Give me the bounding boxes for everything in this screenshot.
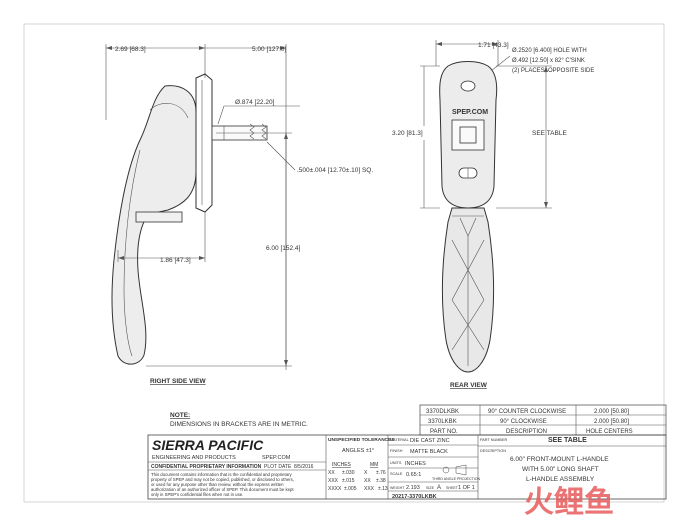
tol-row-2-b: ±.015 [342, 478, 355, 484]
tolerance-inches-label: INCHES [332, 462, 352, 468]
part-number-label: PART NUMBER [480, 438, 507, 442]
dim-square-drive: .500±.004 [12.70±.10] SQ. [297, 167, 373, 174]
part-number-value: SEE TABLE [548, 437, 587, 444]
material-label: MATERIAL [390, 438, 409, 442]
legal-line-4: authorization of an authorized officer o… [151, 487, 294, 492]
tol-row-3-d: ±.13 [378, 486, 388, 492]
see-table-callout: SEE TABLE [532, 130, 567, 137]
company-subtitle: ENGINEERING AND PRODUCTS [152, 455, 236, 461]
tol-row-1-b: ±.030 [342, 470, 355, 476]
weight-label: WEIGHT [390, 486, 405, 490]
tol-row-2-a: XXX [328, 478, 339, 484]
scale-value: 0.65:1 [406, 472, 421, 478]
right-side-view: 2.69 [68.3] 5.00 [127.0] Ø.874 [22.20] .… [105, 44, 373, 385]
dim-handle-length: 6.00 [152.4] [266, 245, 301, 252]
dim-shaft-length: 5.00 [127.0] [252, 46, 287, 53]
rear-view-label: REAR VIEW [450, 382, 488, 389]
tol-row-2-d: ±.38 [376, 478, 386, 484]
parts-header-part: PART NO. [430, 429, 458, 435]
top-mounting-hole [460, 80, 476, 92]
tol-row-3-c: XXX [364, 486, 375, 492]
description-line-1: 6.00" FRONT-MOUNT L-HANDLE [510, 456, 609, 463]
tol-row-3-a: XXXX [328, 486, 342, 492]
parts-table: 3370DLKBK 90° COUNTER CLOCKWISE 2.000 [5… [419, 404, 667, 436]
escutcheon-plate [195, 73, 213, 213]
scale-label: SCALE [390, 472, 403, 476]
rear-brand-mark: SPEP.COM [452, 109, 488, 116]
company-website: SPEP.COM [262, 455, 291, 461]
confidential-label: CONFIDENTIAL PROPRIETARY INFORMATION [151, 464, 262, 470]
parts-row-1-desc: 90° COUNTER CLOCKWISE [488, 409, 566, 415]
parts-row-2-hole: 2.000 [50.80] [594, 419, 629, 425]
drawing-number: 20217-3370LKBK [392, 494, 437, 500]
material-value: DIE CAST ZINC [410, 438, 450, 444]
legal-line-1: This document contains information that … [151, 472, 293, 477]
size-label: SIZE [426, 486, 435, 490]
description-line-3: L-HANDLE ASSEMBLY [526, 476, 595, 483]
hole-note-3: (2) PLACES, OPPOSITE SIDE [512, 68, 594, 74]
parts-row-2-desc: 90° CLOCKWISE [500, 419, 547, 425]
plot-date-label: PLOT DATE [264, 464, 292, 470]
dim-rear-height: 3.20 [81.3] [392, 130, 423, 137]
square-drive [451, 119, 485, 151]
dim-overall-left: 2.69 [68.3] [115, 46, 146, 53]
plot-date: 8/5/2016 [294, 464, 314, 470]
right-side-view-label: RIGHT SIDE VIEW [150, 378, 206, 385]
tol-row-1-d: ±.76 [376, 470, 386, 476]
title-block: SIERRA PACIFIC ENGINEERING AND PRODUCTS … [147, 434, 667, 500]
tol-row-3-b: ±.005 [344, 486, 357, 492]
tolerance-angles: ANGLES ±1° [342, 448, 374, 454]
tol-row-1-a: XX [328, 470, 335, 476]
weight-value: 2.193 [406, 485, 420, 491]
tolerance-header: UNSPECIFIED TOLERANCES [328, 437, 395, 443]
watermark-logo: 火鲤鱼 [524, 485, 614, 520]
rear-view: 1.71 [43.3] Ø.2520 [6.400] HOLE WITH Ø.4… [392, 40, 594, 389]
units-label: UNITS [390, 461, 402, 465]
size-value: A [437, 485, 441, 491]
finish-label: FINISH [390, 449, 403, 453]
units-value: INCHES [405, 461, 426, 467]
hole-note-2: Ø.492 [12.50] x 82° C'SINK [512, 58, 585, 64]
note-title: NOTE: [170, 412, 190, 419]
description-label: DESCRIPTION [480, 449, 506, 453]
projection-symbol-circle [442, 466, 450, 474]
description-line-2: WITH 5.00" LONG SHAFT [522, 466, 599, 473]
sheet-border [23, 23, 665, 503]
legal-line-2: property of SPEP and may not be copied, … [151, 477, 294, 482]
dim-rear-width: 1.71 [43.3] [478, 42, 509, 49]
note-text: DIMENSIONS IN BRACKETS ARE IN METRIC. [170, 421, 308, 428]
dim-shaft-diameter: Ø.874 [22.20] [235, 99, 275, 106]
tol-row-1-c: X [364, 470, 368, 476]
hole-note-1: Ø.2520 [6.400] HOLE WITH [512, 48, 587, 54]
lock-tab [135, 211, 183, 223]
legal-line-5: only in SPEP's confidential files when n… [151, 492, 243, 497]
sheet-label: SHEET [446, 486, 459, 490]
parts-row-2-part: 3370LKBK [428, 419, 457, 425]
handle-body [111, 85, 197, 365]
finish-value: MATTE BLACK [410, 449, 448, 455]
tol-row-2-c: XX [364, 478, 371, 484]
company-name: SIERRA PACIFIC [152, 437, 264, 453]
parts-row-1-hole: 2.000 [50.80] [594, 409, 629, 415]
projection-label: THIRD ANGLE PROJECTION [432, 477, 481, 481]
sheet-value: 1 OF 1 [458, 485, 475, 491]
tolerance-mm-label: MM [370, 462, 378, 468]
projection-symbol-cone [455, 464, 467, 476]
legal-line-3: or used for any purpose other than revie… [151, 482, 284, 487]
parts-header-desc: DESCRIPTION [506, 429, 547, 435]
dim-handle-offset: 1.86 [47.3] [160, 257, 191, 264]
parts-header-hole: HOLE CENTERS [586, 429, 633, 435]
parts-row-1-part: 3370DLKBK [426, 409, 459, 415]
